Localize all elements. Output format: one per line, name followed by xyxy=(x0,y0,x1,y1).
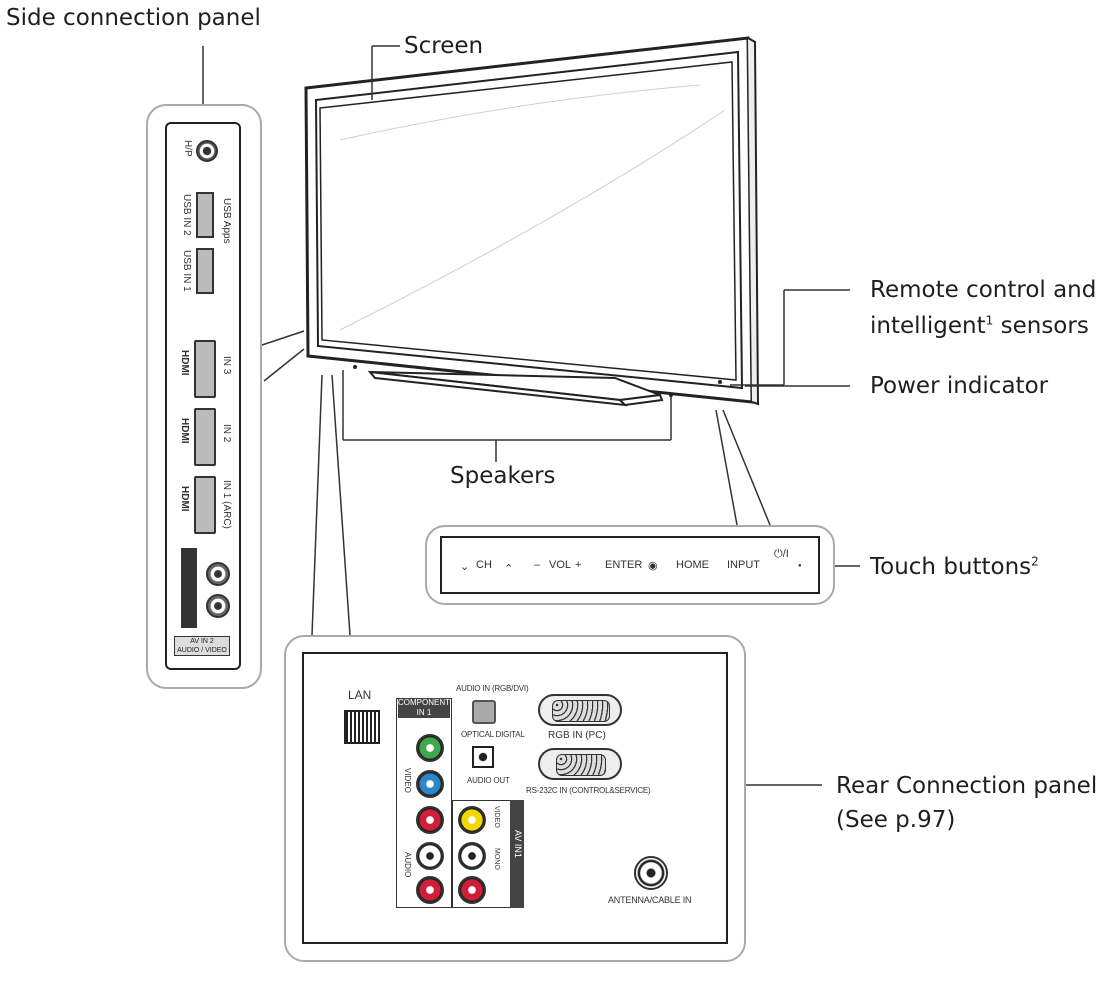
ch-up-icon[interactable]: ⌃ xyxy=(504,563,514,575)
av-in1-video-jack[interactable] xyxy=(458,806,486,834)
audio-in-tag xyxy=(181,548,197,628)
av-in2-tag: AV IN 2 AUDIO / VIDEO xyxy=(174,636,230,656)
screen-reflection xyxy=(339,84,726,331)
rgb-in-inner xyxy=(552,700,610,722)
in3-label: IN 3 xyxy=(221,356,232,375)
usb2-label: USB IN 2 xyxy=(181,194,192,236)
av-in2-jack[interactable] xyxy=(206,594,230,618)
audio-in-rgb-jack[interactable] xyxy=(472,700,496,724)
av-in1-video-label: VIDEO xyxy=(493,806,500,828)
optical-port[interactable] xyxy=(472,746,494,768)
home-button[interactable]: HOME xyxy=(676,559,709,571)
leader-lines xyxy=(202,45,860,786)
lan-port[interactable] xyxy=(344,710,380,744)
in2-label: IN 2 xyxy=(221,424,232,443)
remote-label-line2-text: intelligent xyxy=(870,313,986,339)
touch-buttons-sup: 2 xyxy=(1031,554,1039,569)
av-in1-tag xyxy=(510,800,524,908)
lan-label: LAN xyxy=(348,688,372,702)
audio-in-jack[interactable] xyxy=(206,562,230,586)
antenna-jack[interactable] xyxy=(634,856,668,890)
hdmi-2-logo: HDMI xyxy=(179,418,190,444)
rear-panel-label-line1: Rear Connection panel xyxy=(836,773,1098,799)
hdmi-1-logo: HDMI xyxy=(179,486,190,512)
speakers-label: Speakers xyxy=(450,463,556,489)
av-in1-audio-r-jack[interactable] xyxy=(458,876,486,904)
antenna-label: ANTENNA/CABLE IN xyxy=(608,895,692,905)
enter-button[interactable]: ENTER xyxy=(605,559,643,571)
input-button[interactable]: INPUT xyxy=(727,559,760,571)
ch-button[interactable]: CH xyxy=(476,559,492,571)
hdmi-port-2[interactable] xyxy=(194,408,216,466)
side-panel-title: Side connection panel xyxy=(6,5,261,31)
hdmi-3-logo: HDMI xyxy=(179,350,190,376)
rs232-label: RS-232C IN (CONTROL&SERVICE) xyxy=(526,786,651,795)
component-audio-label: AUDIO xyxy=(403,852,412,878)
av-in1-mono-label: MONO xyxy=(493,848,500,870)
audio-l-jack[interactable] xyxy=(416,842,444,870)
remote-label-line2: intelligent1 sensors xyxy=(870,312,1089,340)
vol-up-icon[interactable]: + xyxy=(575,559,582,571)
audio-out-label: AUDIO OUT xyxy=(467,776,510,785)
power-indicator-label: Power indicator xyxy=(870,373,1049,399)
component-tag: COMPONENT IN 1 xyxy=(398,698,450,718)
av-in1-audio-l-jack[interactable] xyxy=(458,842,486,870)
component-pb-jack[interactable] xyxy=(416,770,444,798)
hdmi-port-1[interactable] xyxy=(194,476,216,534)
remote-label-line2-suffix: sensors xyxy=(993,313,1089,339)
remote-label-sup: 1 xyxy=(985,313,994,328)
remote-label-line1: Remote control and xyxy=(870,277,1097,303)
ch-down-icon[interactable]: ⌄ xyxy=(460,561,470,573)
hdmi-port-3[interactable] xyxy=(194,340,216,398)
tv-stand xyxy=(367,370,664,407)
touch-buttons-label: Touch buttons2 xyxy=(870,553,1039,581)
component-y-jack[interactable] xyxy=(416,734,444,762)
audio-in-rgb-label: AUDIO IN (RGB/DVI) xyxy=(456,684,529,693)
rs232-inner xyxy=(556,754,606,776)
usb-port-2[interactable] xyxy=(196,192,214,238)
touch-buttons-text: Touch buttons xyxy=(870,554,1032,580)
screen-label: Screen xyxy=(404,33,484,59)
rear-panel-label-line2: (See p.97) xyxy=(836,807,956,833)
av-in1-label: AV IN1 xyxy=(513,830,523,858)
usb-port-1[interactable] xyxy=(196,248,214,294)
av-in2-label: AV IN 2 xyxy=(190,638,214,645)
rgb-in-label: RGB IN (PC) xyxy=(548,730,606,741)
hp-label: H/P xyxy=(182,140,193,157)
optical-label: OPTICAL DIGITAL xyxy=(461,730,525,739)
in1-label: IN 1 (ARC) xyxy=(221,480,232,529)
component-pr-jack[interactable] xyxy=(416,806,444,834)
touch-buttons-inner xyxy=(440,536,820,594)
component-video-label: VIDEO xyxy=(403,768,412,793)
usb-apps-label: USB Apps xyxy=(221,198,232,244)
power-dot-icon: ● xyxy=(798,563,802,569)
headphone-jack[interactable] xyxy=(196,140,218,162)
usb1-label: USB IN 1 xyxy=(181,250,192,292)
enter-icon: ◉ xyxy=(648,560,658,572)
tv-body xyxy=(304,36,760,406)
audio-r-jack[interactable] xyxy=(416,876,444,904)
vol-button[interactable]: VOL xyxy=(549,559,572,571)
av-in2-sub-label: AUDIO / VIDEO xyxy=(177,647,227,654)
component-label: COMPONENT IN 1 xyxy=(398,698,450,717)
power-button[interactable]: ⏻/I xyxy=(774,548,789,560)
vol-down-icon[interactable]: – xyxy=(534,559,541,571)
